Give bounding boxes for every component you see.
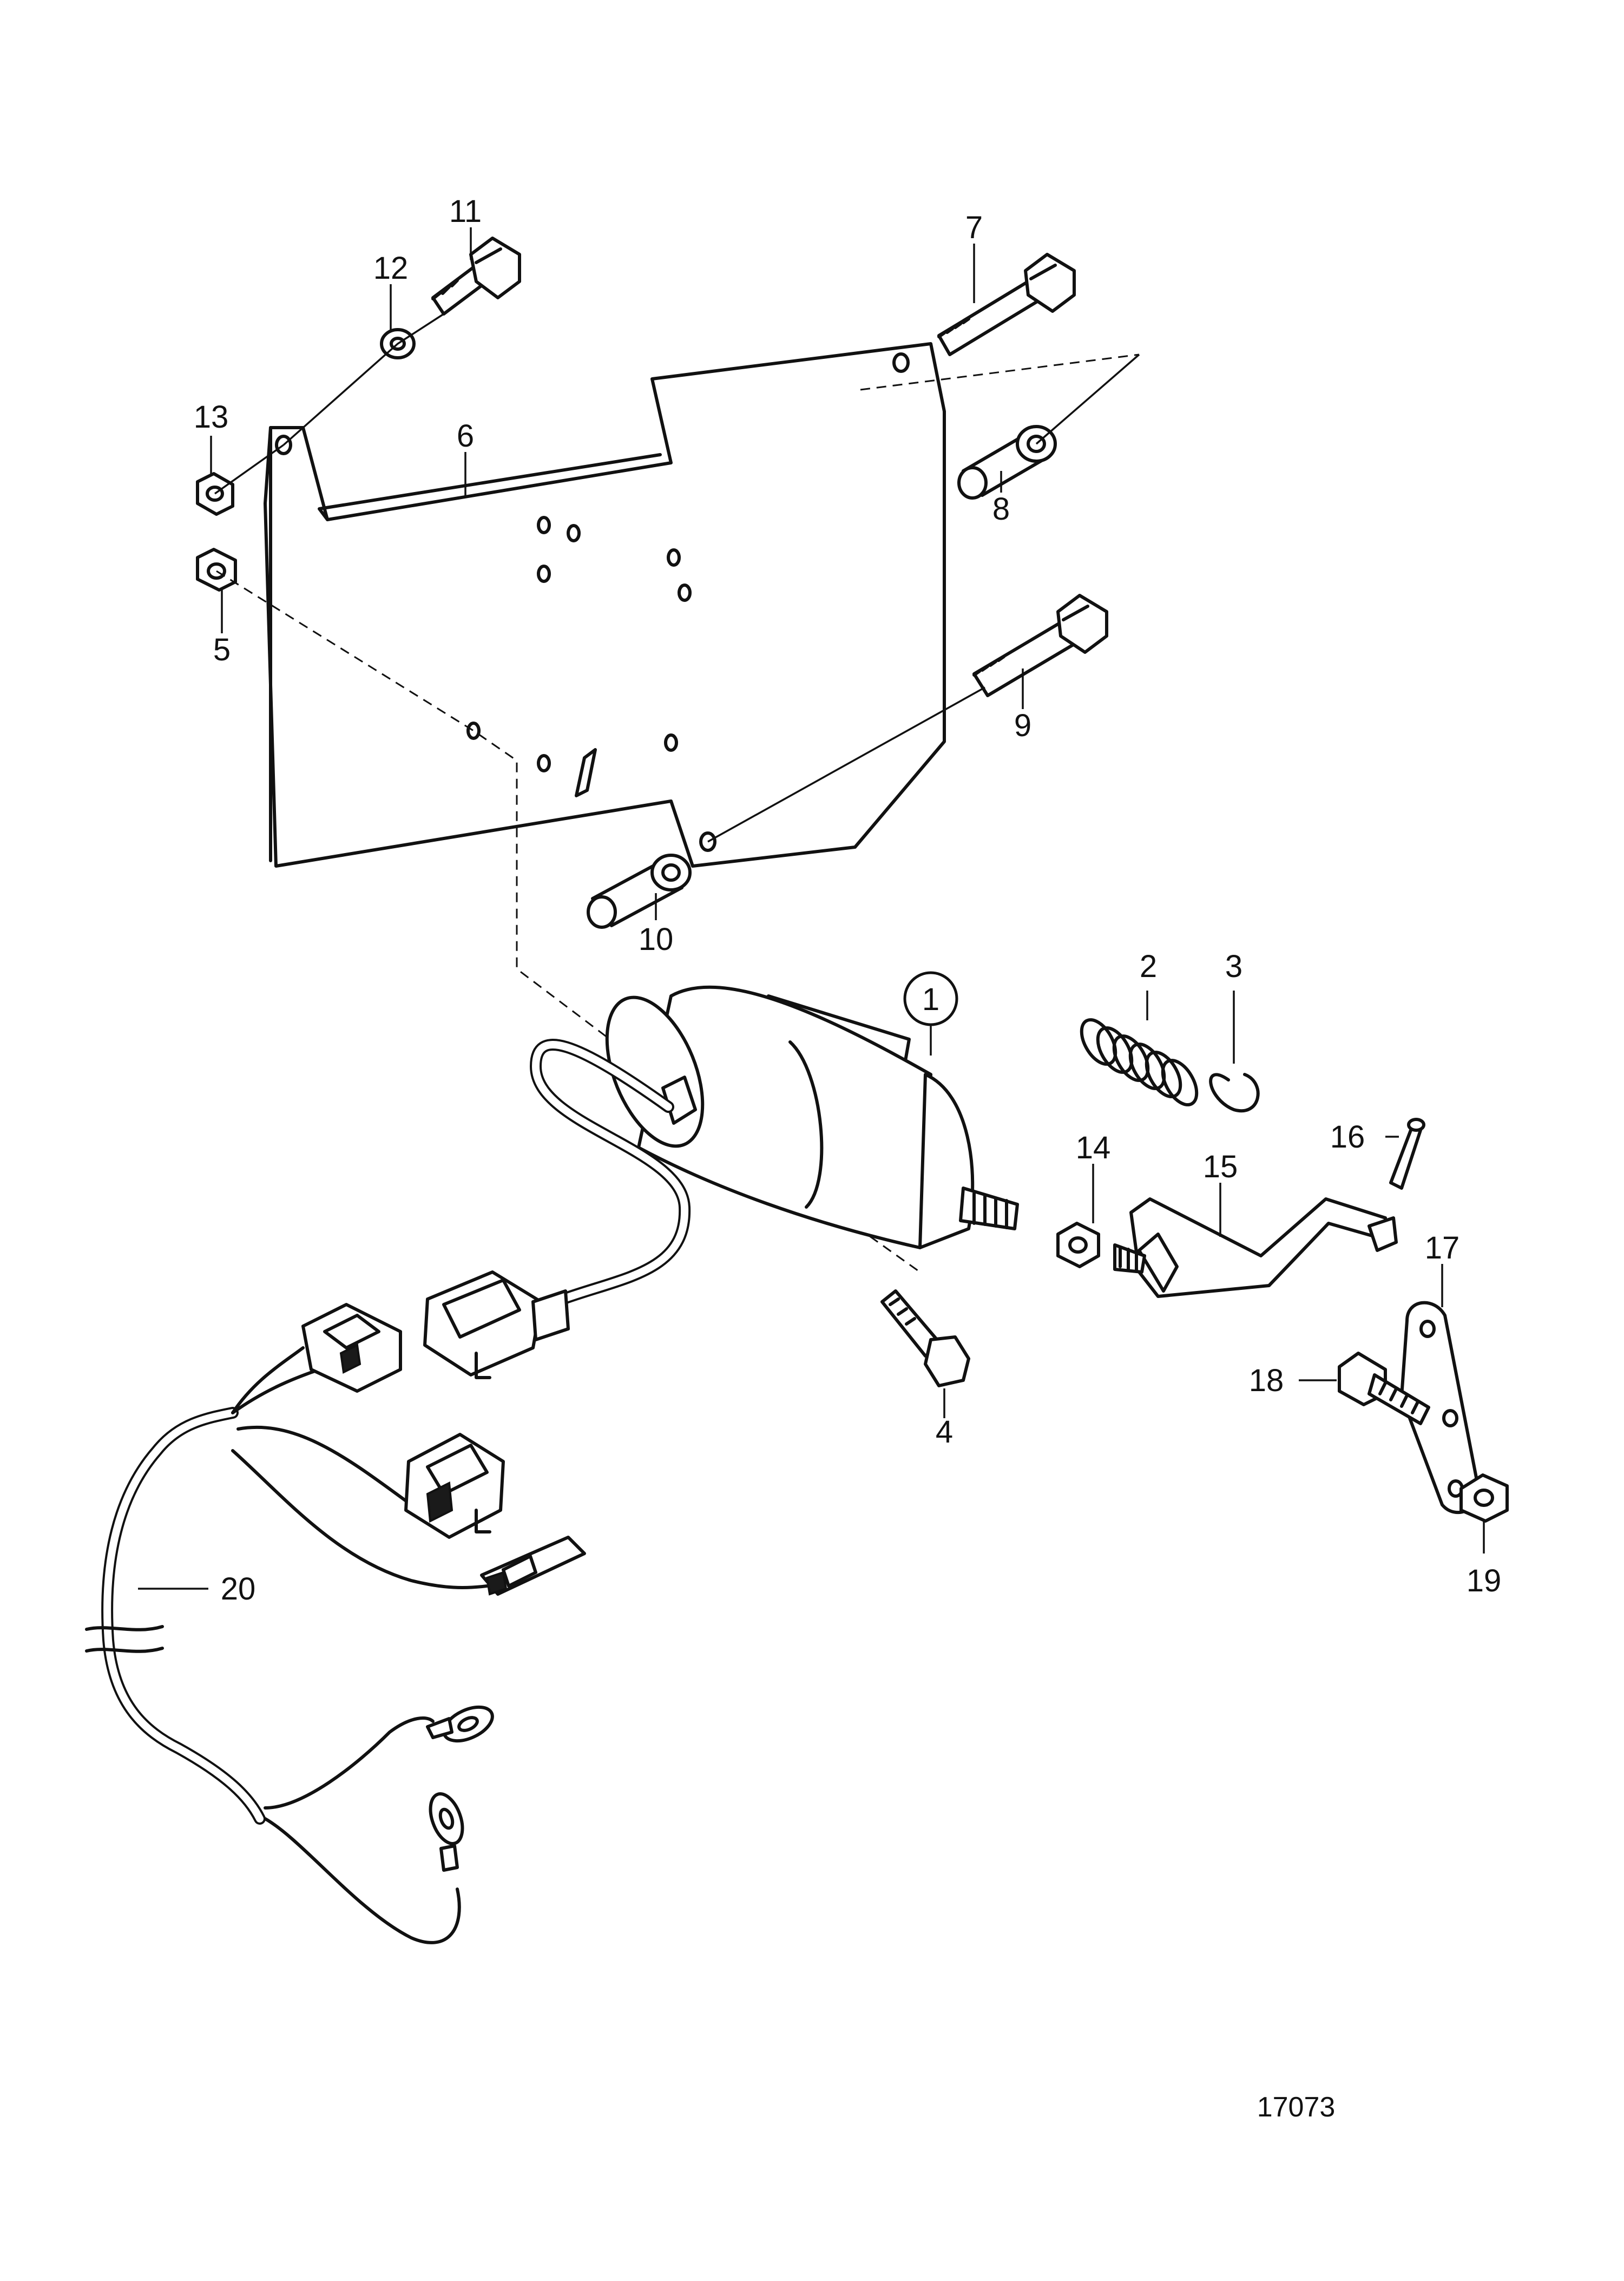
callout-12: 12 (373, 251, 409, 286)
callout-4: 4 (936, 1414, 953, 1450)
bolt-18 (1338, 1352, 1430, 1425)
spacer-10 (587, 854, 692, 929)
callout-18: 18 (1249, 1363, 1284, 1398)
callout-1-circle (903, 971, 958, 1026)
callout-10: 10 (639, 922, 674, 957)
callout-20: 20 (221, 1571, 256, 1607)
callout-11: 11 (449, 194, 482, 229)
nut-19 (1459, 1473, 1509, 1523)
bolt-7 (937, 253, 1076, 356)
circlip-3 (1209, 1073, 1260, 1113)
spring-2 (1080, 1018, 1199, 1106)
pin-16 (1389, 1118, 1425, 1190)
callout-5: 5 (213, 632, 231, 667)
nut-5 (196, 548, 237, 592)
spacer-8 (957, 425, 1057, 500)
callout-7: 7 (965, 210, 983, 245)
callout-8: 8 (992, 491, 1010, 527)
nut-14 (1056, 1222, 1100, 1268)
callout-16: 16 (1330, 1119, 1365, 1155)
callout-3: 3 (1225, 949, 1242, 984)
stop-solenoid (605, 985, 1019, 1249)
bolt-11 (431, 237, 521, 316)
callout-9: 9 (1014, 708, 1031, 743)
callout-13: 13 (194, 399, 229, 435)
callout-6: 6 (457, 418, 474, 454)
link-15 (1113, 1197, 1398, 1298)
callout-17: 17 (1425, 1230, 1460, 1266)
bolt-4 (880, 1289, 970, 1387)
callout-14: 14 (1076, 1130, 1111, 1165)
drawing-id: 17073 (1257, 2092, 1336, 2123)
callout-19: 19 (1467, 1563, 1502, 1598)
callout-1: 1 (922, 982, 939, 1017)
callout-15: 15 (1203, 1149, 1238, 1184)
callout-2: 2 (1140, 949, 1157, 984)
wiring-harness (85, 1303, 586, 1944)
bolt-9 (972, 594, 1108, 697)
solenoid-connector (423, 1270, 570, 1379)
mounting-bracket-plate (264, 342, 946, 868)
solenoid-lead (529, 1039, 691, 1305)
callout-leaders (138, 227, 1485, 1590)
